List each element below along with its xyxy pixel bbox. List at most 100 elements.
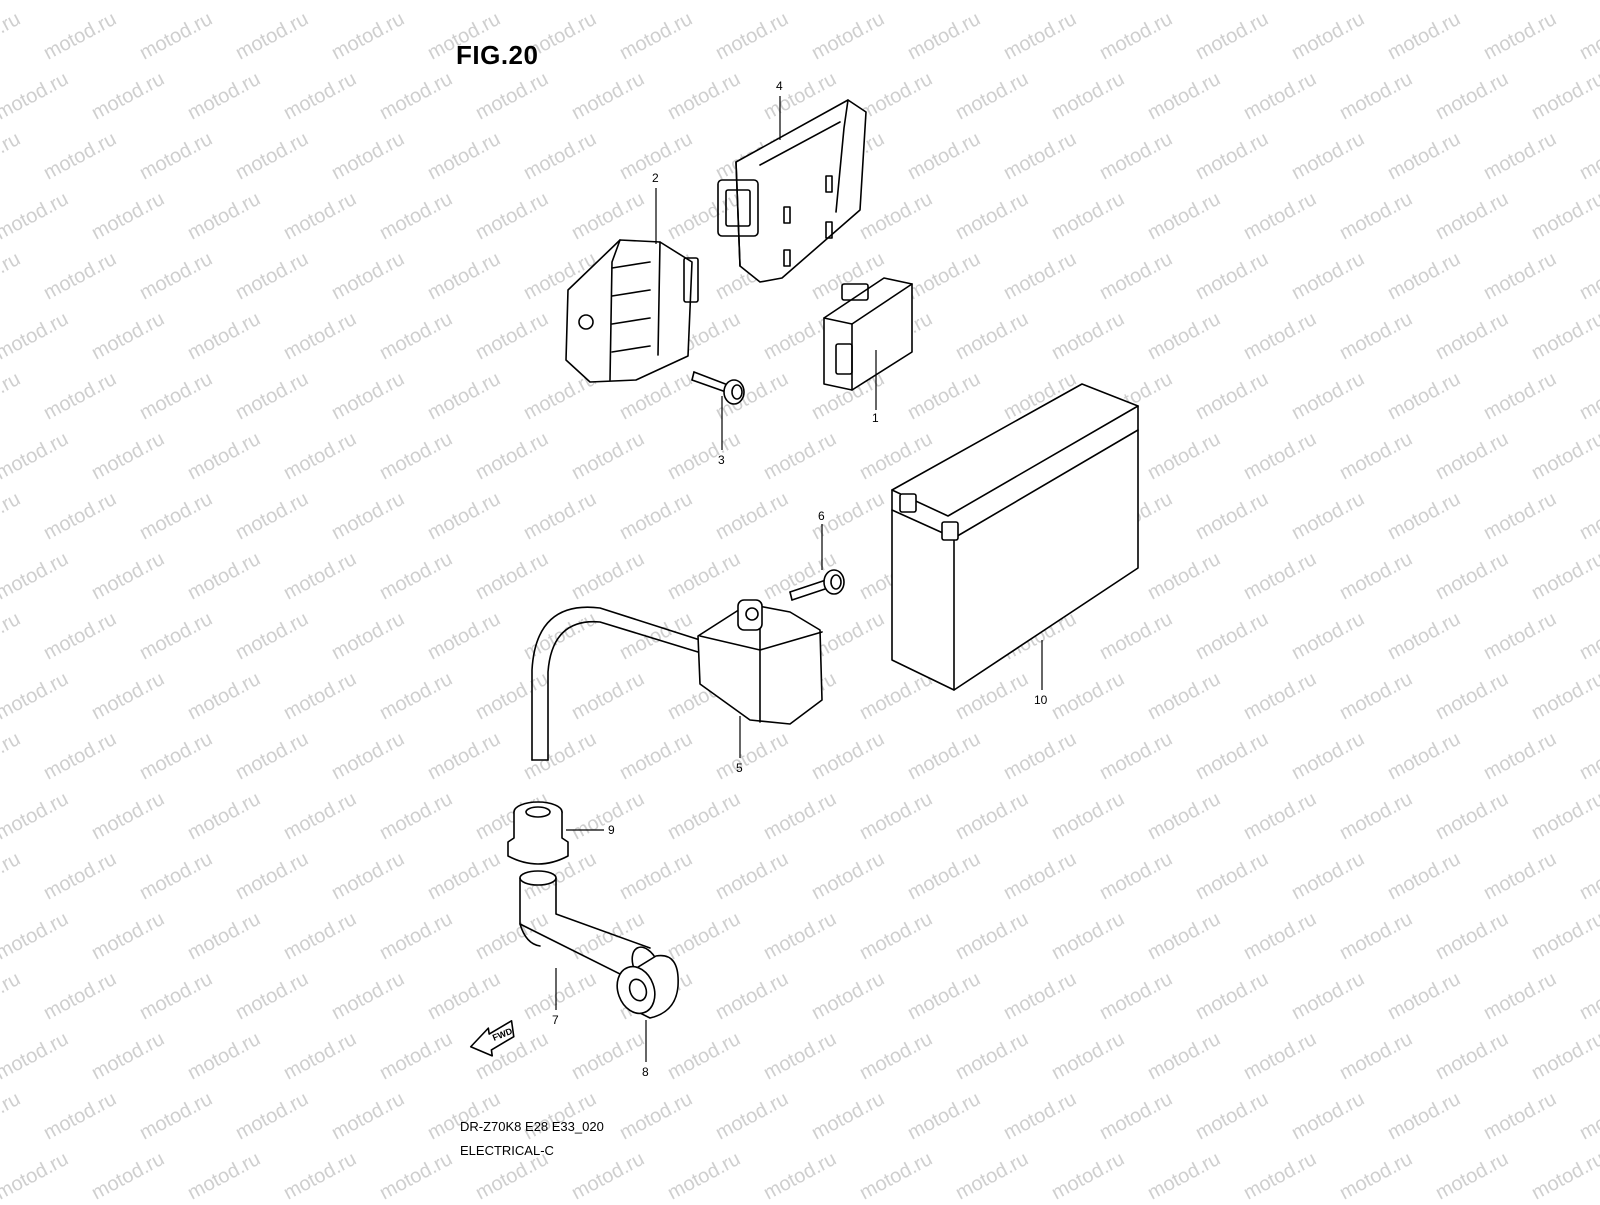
watermark-text: motod.ru <box>1528 548 1600 604</box>
watermark-text: motod.ru <box>88 788 168 844</box>
watermark-text: motod.ru <box>520 488 600 544</box>
watermark-text: motod.ru <box>1000 1088 1080 1144</box>
part-2-regulator-rectifier <box>565 239 699 383</box>
watermark-text: motod.ru <box>280 668 360 724</box>
watermark-text: motod.ru <box>1096 728 1176 784</box>
watermark-text: motod.ru <box>472 188 552 244</box>
watermark-text: motod.ru <box>1048 188 1128 244</box>
watermark-text: motod.ru <box>136 8 216 64</box>
watermark-text: motod.ru <box>280 188 360 244</box>
watermark-text: motod.ru <box>1576 968 1600 1024</box>
watermark-text: motod.ru <box>472 68 552 124</box>
watermark-text: motod.ru <box>952 68 1032 124</box>
watermark-text: motod.ru <box>1336 548 1416 604</box>
callout-4: 4 <box>776 79 783 93</box>
watermark-text: motod.ru <box>184 668 264 724</box>
watermark-text: motod.ru <box>1576 608 1600 664</box>
part-9-grommet <box>507 801 569 865</box>
watermark-text: motod.ru <box>0 488 24 544</box>
watermark-text: motod.ru <box>760 788 840 844</box>
callout-5: 5 <box>736 761 743 775</box>
watermark-text: motod.ru <box>472 548 552 604</box>
watermark-text: motod.ru <box>88 0 168 4</box>
watermark-text: motod.ru <box>0 0 72 4</box>
watermark-text: motod.ru <box>184 1148 264 1200</box>
watermark-text: motod.ru <box>376 548 456 604</box>
watermark-text: motod.ru <box>1384 968 1464 1024</box>
watermark-text: motod.ru <box>1528 1148 1600 1200</box>
watermark-text: motod.ru <box>0 428 72 484</box>
watermark-text: motod.ru <box>184 1028 264 1084</box>
watermark-text: motod.ru <box>1096 968 1176 1024</box>
watermark-text: motod.ru <box>184 308 264 364</box>
watermark-text: motod.ru <box>808 848 888 904</box>
watermark-text: motod.ru <box>1096 1088 1176 1144</box>
watermark-text: motod.ru <box>0 8 24 64</box>
watermark-text: motod.ru <box>328 968 408 1024</box>
watermark-text: motod.ru <box>1576 848 1600 904</box>
watermark-text: motod.ru <box>1192 128 1272 184</box>
watermark-text: motod.ru <box>280 68 360 124</box>
part-6-bolt <box>789 569 845 601</box>
watermark-text: motod.ru <box>40 8 120 64</box>
watermark-text: motod.ru <box>760 0 840 4</box>
watermark-text: motod.ru <box>1192 608 1272 664</box>
callout-1: 1 <box>872 411 879 425</box>
watermark-text: motod.ru <box>664 68 744 124</box>
watermark-text: motod.ru <box>568 548 648 604</box>
watermark-text: motod.ru <box>1480 368 1560 424</box>
watermark-text: motod.ru <box>0 188 72 244</box>
watermark-text: motod.ru <box>424 368 504 424</box>
watermark-text: motod.ru <box>1144 548 1224 604</box>
watermark-text: motod.ru <box>1240 0 1320 4</box>
watermark-text: motod.ru <box>0 368 24 424</box>
watermark-text: motod.ru <box>40 728 120 784</box>
watermark-text: motod.ru <box>376 188 456 244</box>
watermark-text: motod.ru <box>40 128 120 184</box>
watermark-text: motod.ru <box>952 308 1032 364</box>
watermark-text: motod.ru <box>232 368 312 424</box>
watermark-text: motod.ru <box>904 128 984 184</box>
watermark-text: motod.ru <box>1432 68 1512 124</box>
watermark-text: motod.ru <box>1336 788 1416 844</box>
watermark-text: motod.ru <box>1240 548 1320 604</box>
watermark-text: motod.ru <box>184 188 264 244</box>
watermark-text: motod.ru <box>904 968 984 1024</box>
watermark-text: motod.ru <box>424 128 504 184</box>
watermark-text: motod.ru <box>376 308 456 364</box>
watermark-text: motod.ru <box>808 1088 888 1144</box>
watermark-text: motod.ru <box>0 1028 72 1084</box>
watermark-text: motod.ru <box>1432 668 1512 724</box>
watermark-text: motod.ru <box>1480 488 1560 544</box>
watermark-text: motod.ru <box>568 0 648 4</box>
watermark-text: motod.ru <box>1144 1148 1224 1200</box>
watermark-text: motod.ru <box>232 968 312 1024</box>
watermark-text: motod.ru <box>1384 608 1464 664</box>
watermark-text: motod.ru <box>1480 848 1560 904</box>
watermark-text: motod.ru <box>472 428 552 484</box>
watermark-text: motod.ru <box>856 668 936 724</box>
watermark-text: motod.ru <box>136 488 216 544</box>
watermark-text: motod.ru <box>376 668 456 724</box>
watermark-text: motod.ru <box>952 908 1032 964</box>
watermark-text: motod.ru <box>904 728 984 784</box>
watermark-text: motod.ru <box>1096 128 1176 184</box>
watermark-text: motod.ru <box>1384 1088 1464 1144</box>
watermark-text: motod.ru <box>0 848 24 904</box>
part-1-coupler <box>823 277 913 391</box>
watermark-text: motod.ru <box>0 608 24 664</box>
leader-lines <box>555 96 1043 1062</box>
watermark-text: motod.ru <box>664 1028 744 1084</box>
watermark-text: motod.ru <box>760 428 840 484</box>
watermark-text: motod.ru <box>712 8 792 64</box>
watermark-text: motod.ru <box>904 1088 984 1144</box>
watermark-text: motod.ru <box>0 788 72 844</box>
watermark-text: motod.ru <box>1528 308 1600 364</box>
watermark-text: motod.ru <box>568 68 648 124</box>
watermark-text: motod.ru <box>1432 548 1512 604</box>
watermark-text: motod.ru <box>1432 1148 1512 1200</box>
watermark-text: motod.ru <box>0 548 72 604</box>
watermark-text: motod.ru <box>1288 248 1368 304</box>
watermark-text: motod.ru <box>1528 908 1600 964</box>
watermark-text: motod.ru <box>1096 8 1176 64</box>
